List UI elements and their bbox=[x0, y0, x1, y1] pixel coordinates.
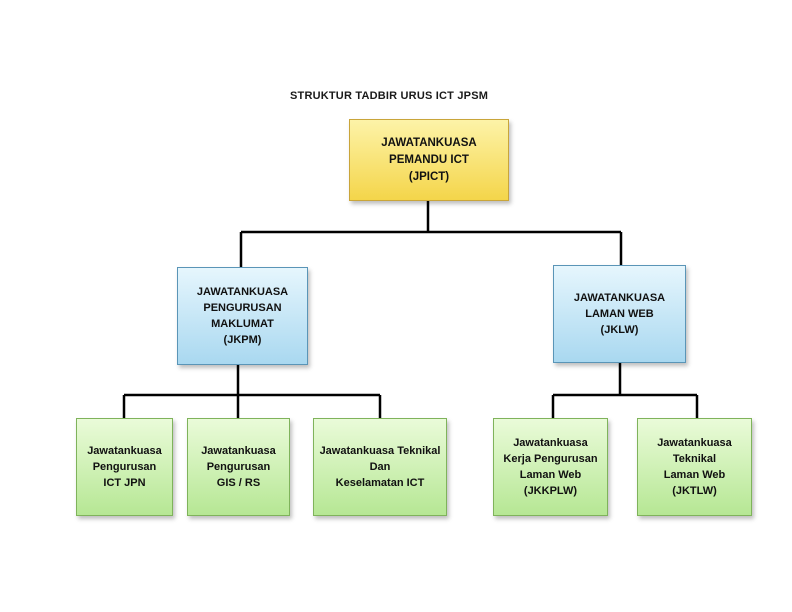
leaf-1-line-3: ICT JPN bbox=[103, 477, 146, 489]
jklw-line-1: JAWATANKUASA bbox=[573, 292, 666, 304]
jpict-box: JAWATANKUASA PEMANDU ICT (JPICT) bbox=[349, 119, 509, 201]
leaf-gis-rs-box: Jawatankuasa Pengurusan GIS / RS bbox=[187, 418, 290, 516]
jkpm-line-3: MAKLUMAT bbox=[211, 318, 274, 330]
jkpm-line-1: JAWATANKUASA bbox=[196, 286, 289, 298]
jkpm-line-2: PENGURUSAN bbox=[203, 302, 282, 314]
jkpm-line-4: (JKPM) bbox=[223, 334, 262, 346]
leaf-2-line-3: GIS / RS bbox=[216, 477, 261, 489]
leaf-4-line-4: (JKKPLW) bbox=[523, 485, 578, 497]
leaf-3-line-1: Jawatankuasa Teknikal bbox=[319, 445, 441, 457]
leaf-3-line-3: Keselamatan ICT bbox=[335, 477, 425, 489]
leaf-2-line-1: Jawatankuasa bbox=[201, 445, 276, 457]
diagram-title: STRUKTUR TADBIR URUS ICT JPSM bbox=[290, 90, 489, 102]
leaf-4-line-1: Jawatankuasa bbox=[513, 437, 588, 449]
leaf-4-line-3: Laman Web bbox=[519, 469, 582, 481]
leaf-4-line-2: Kerja Pengurusan bbox=[503, 453, 598, 465]
jkpm-box: JAWATANKUASA PENGURUSAN MAKLUMAT (JKPM) bbox=[177, 267, 308, 365]
jpict-line-2: PEMANDU ICT bbox=[389, 153, 469, 166]
leaf-teknikal-keselamatan-box: Jawatankuasa Teknikal Dan Keselamatan IC… bbox=[313, 418, 447, 516]
leaf-5-line-2: Teknikal bbox=[672, 453, 717, 465]
leaf-1-line-1: Jawatankuasa bbox=[87, 445, 162, 457]
jklw-box: JAWATANKUASA LAMAN WEB (JKLW) bbox=[553, 265, 686, 363]
jklw-line-3: (JKLW) bbox=[600, 324, 639, 336]
jklw-line-2: LAMAN WEB bbox=[585, 308, 654, 320]
jpict-line-1: JAWATANKUASA bbox=[381, 136, 477, 149]
leaf-2-line-2: Pengurusan bbox=[206, 461, 271, 473]
leaf-5-line-3: Laman Web bbox=[663, 469, 726, 481]
leaf-jktlw-box: Jawatankuasa Teknikal Laman Web (JKTLW) bbox=[637, 418, 752, 516]
leaf-5-line-4: (JKTLW) bbox=[672, 485, 717, 497]
leaf-ict-jpn-box: Jawatankuasa Pengurusan ICT JPN bbox=[76, 418, 173, 516]
leaf-5-line-1: Jawatankuasa bbox=[657, 437, 732, 449]
leaf-1-line-2: Pengurusan bbox=[92, 461, 157, 473]
leaf-3-line-2: Dan bbox=[369, 461, 391, 473]
jpict-line-3: (JPICT) bbox=[408, 170, 450, 183]
leaf-jkkplw-box: Jawatankuasa Kerja Pengurusan Laman Web … bbox=[493, 418, 608, 516]
